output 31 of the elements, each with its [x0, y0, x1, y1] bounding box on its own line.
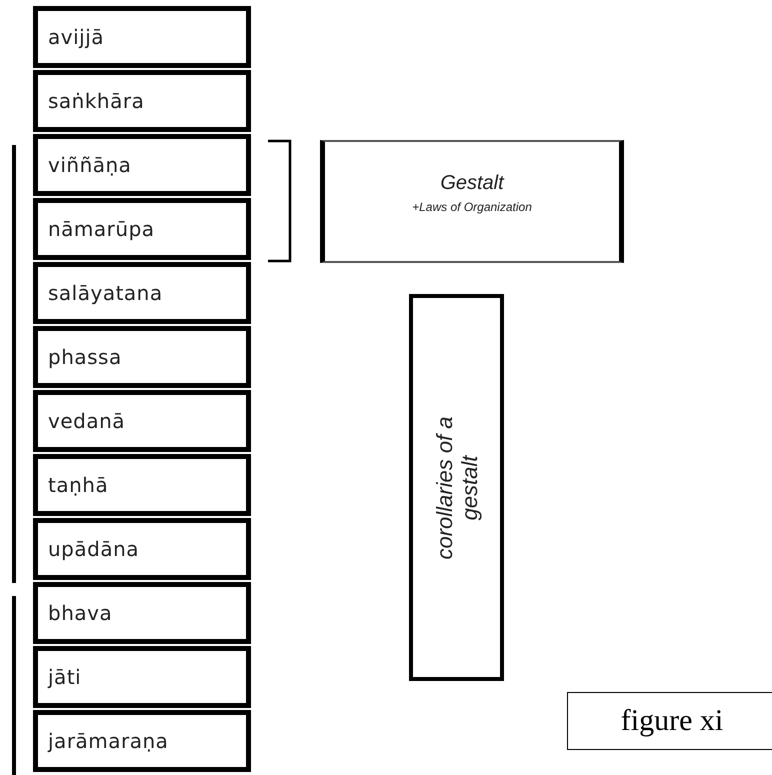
concept-title: Gestalt [439, 172, 506, 195]
stage-label: taṇhā [48, 473, 108, 497]
figure-caption-box [567, 692, 772, 750]
concept-subtitle: +Laws of Organization [411, 200, 533, 214]
concept-box [320, 140, 624, 263]
stage-box [33, 70, 251, 132]
stage-label: salāyatana [48, 281, 163, 305]
vertical-label: corollaries of a gestalt [432, 414, 482, 562]
stage-box [33, 262, 251, 324]
stage-label: nāmarūpa [48, 217, 155, 241]
stage-label: phassa [48, 345, 122, 369]
stage-box [33, 6, 251, 68]
stage-label: jarāmaraṇa [48, 729, 168, 753]
stage-label: upādāna [48, 537, 140, 561]
figure-label: figure xi [620, 704, 724, 738]
stage-box [33, 326, 251, 388]
stage-label: avijjā [48, 25, 104, 49]
stage-label: jāti [48, 665, 82, 689]
stage-label: bhava [48, 601, 112, 625]
stage-box [33, 518, 251, 580]
stage-label: viññāṇa [48, 153, 132, 177]
concept-box [409, 294, 504, 681]
stage-box [33, 454, 251, 516]
stage-label: vedanā [48, 409, 126, 433]
stage-box [33, 646, 251, 708]
stage-box [33, 390, 251, 452]
stage-box [33, 134, 251, 196]
stage-box [33, 710, 251, 772]
stage-box [33, 582, 251, 644]
stage-label: saṅkhāra [48, 89, 144, 113]
stage-box [33, 198, 251, 260]
